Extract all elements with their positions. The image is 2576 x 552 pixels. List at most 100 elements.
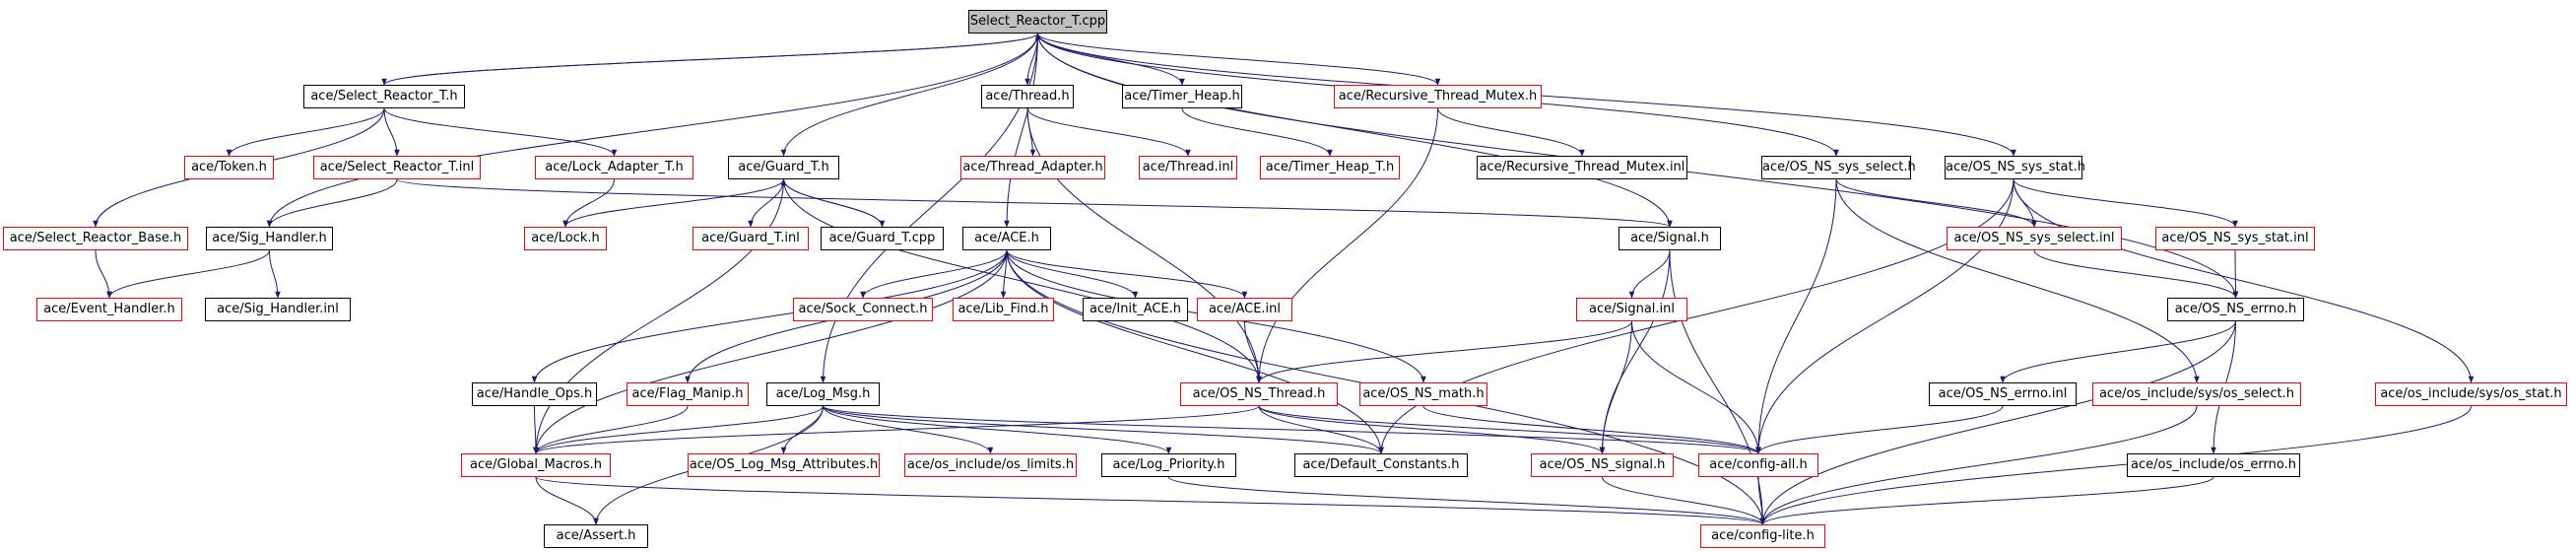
node-sig-handler-h[interactable]: ace/Sig_Handler.h bbox=[206, 227, 333, 250]
edge-os-ns-sys-stat-h-to-os-ns-sys-stat-inl bbox=[2013, 178, 2238, 228]
node-token-h[interactable]: ace/Token.h bbox=[184, 156, 274, 179]
edge-log-priority-h-to-config-lite-h bbox=[1168, 476, 1766, 525]
edge-signal-inl-to-config-all-h bbox=[1631, 320, 1761, 454]
edge-os-include-sys-os-select-h-to-config-lite-h bbox=[1759, 405, 2198, 525]
node-signal-h[interactable]: ace/Signal.h bbox=[1618, 227, 1721, 250]
node-os-include-os-errno-h[interactable]: ace/os_include/os_errno.h bbox=[2127, 453, 2300, 477]
node-os-include-sys-os-stat-h[interactable]: ace/os_include/sys/os_stat.h bbox=[2375, 382, 2567, 406]
edge-guard-t-h-to-global-macros-h bbox=[533, 178, 784, 454]
edge-os-ns-sys-select-h-to-config-all-h bbox=[1755, 178, 1837, 454]
node-assert-h[interactable]: ace/Assert.h bbox=[544, 524, 648, 548]
node-os-log-msg-attributes-h[interactable]: ace/OS_Log_Msg_Attributes.h bbox=[688, 453, 880, 477]
node-thread-adapter-h[interactable]: ace/Thread_Adapter.h bbox=[960, 156, 1105, 179]
node-os-ns-errno-h[interactable]: ace/OS_NS_errno.h bbox=[2167, 298, 2304, 321]
node-timer-heap-t-h[interactable]: ace/Timer_Heap_T.h bbox=[1260, 156, 1400, 179]
node-root[interactable]: Select_Reactor_T.cpp bbox=[968, 10, 1107, 34]
node-init-ace-h[interactable]: ace/Init_ACE.h bbox=[1083, 298, 1188, 321]
edge-global-macros-h-to-config-lite-h bbox=[535, 476, 1765, 525]
edge-guard-t-h-to-lock-h bbox=[562, 178, 784, 228]
node-ace-h[interactable]: ace/ACE.h bbox=[962, 227, 1051, 250]
node-os-ns-sys-stat-h[interactable]: ace/OS_NS_sys_stat.h bbox=[1945, 156, 2085, 179]
node-os-ns-errno-inl[interactable]: ace/OS_NS_errno.inl bbox=[1929, 382, 2077, 406]
node-guard-t-cpp[interactable]: ace/Guard_T.cpp bbox=[821, 227, 944, 250]
node-recursive-thread-mutex-h[interactable]: ace/Recursive_Thread_Mutex.h bbox=[1334, 85, 1542, 108]
node-os-ns-sys-stat-inl[interactable]: ace/OS_NS_sys_stat.inl bbox=[2155, 227, 2315, 250]
node-default-constants-h[interactable]: ace/Default_Constants.h bbox=[1294, 453, 1468, 477]
edge-os-ns-thread-h-to-config-all-h bbox=[1258, 405, 1761, 454]
node-thread-h[interactable]: ace/Thread.h bbox=[981, 85, 1074, 108]
node-os-include-sys-os-select-h[interactable]: ace/os_include/sys/os_select.h bbox=[2092, 382, 2301, 406]
edge-ace-h-to-handle-ops-h bbox=[531, 249, 1008, 383]
edge-global-macros-h-to-assert-h bbox=[535, 476, 599, 525]
edge-signal-h-to-signal-inl bbox=[1628, 249, 1671, 299]
edge-thread-h-to-os-ns-thread-h bbox=[1026, 107, 1262, 383]
edge-ace-h-to-sock-connect-h bbox=[860, 249, 1008, 299]
edge-os-include-sys-os-stat-h-to-config-lite-h bbox=[1759, 405, 2472, 525]
edge-root-to-guard-t-h bbox=[780, 33, 1038, 157]
edge-os-ns-signal-h-to-config-lite-h bbox=[1602, 476, 1766, 525]
node-timer-heap-h[interactable]: ace/Timer_Heap.h bbox=[1122, 85, 1242, 108]
edge-select-reactor-t-h-to-lock-adapter-t-h bbox=[383, 107, 618, 157]
edge-sig-handler-h-to-sig-handler-inl bbox=[269, 249, 281, 299]
edge-root-to-timer-heap-h bbox=[1037, 33, 1185, 86]
edge-os-ns-sys-stat-h-to-os-ns-sys-select-inl bbox=[2013, 178, 2037, 228]
edge-ace-inl-to-os-ns-thread-h bbox=[1244, 320, 1262, 383]
edge-root-to-ace-h bbox=[1004, 33, 1038, 228]
node-os-include-os-limits-h[interactable]: ace/os_include/os_limits.h bbox=[904, 453, 1077, 477]
node-log-msg-h[interactable]: ace/Log_Msg.h bbox=[766, 382, 880, 406]
node-guard-t-inl[interactable]: ace/Guard_T.inl bbox=[693, 227, 809, 250]
edge-select-reactor-t-h-to-select-reactor-t-inl bbox=[383, 107, 400, 157]
node-lock-h[interactable]: ace/Lock.h bbox=[524, 227, 607, 250]
node-ace-inl[interactable]: ace/ACE.inl bbox=[1197, 298, 1292, 321]
edge-log-msg-h-to-default-constants-h bbox=[823, 405, 1384, 454]
node-os-ns-math-h[interactable]: ace/OS_NS_math.h bbox=[1359, 382, 1487, 406]
node-flag-manip-h[interactable]: ace/Flag_Manip.h bbox=[627, 382, 749, 406]
edge-handle-ops-h-to-global-macros-h bbox=[533, 405, 539, 454]
edge-ace-h-to-ace-inl bbox=[1006, 249, 1248, 299]
edge-config-all-h-to-config-lite-h bbox=[1757, 476, 1766, 525]
edge-lock-adapter-t-h-to-lock-h bbox=[562, 178, 615, 228]
node-sig-handler-inl[interactable]: ace/Sig_Handler.inl bbox=[205, 298, 351, 321]
node-guard-t-h[interactable]: ace/Guard_T.h bbox=[728, 156, 839, 179]
edge-os-ns-thread-h-to-default-constants-h bbox=[1258, 405, 1384, 454]
edge-guard-t-cpp-to-guard-t-h bbox=[780, 178, 883, 228]
edge-os-ns-sys-stat-h-to-os-include-sys-os-stat-h bbox=[2013, 178, 2475, 383]
node-select-reactor-t-h[interactable]: ace/Select_Reactor_T.h bbox=[303, 85, 465, 108]
node-handle-ops-h[interactable]: ace/Handle_Ops.h bbox=[472, 382, 597, 406]
edge-signal-inl-to-os-ns-signal-h bbox=[1599, 320, 1632, 454]
node-signal-inl[interactable]: ace/Signal.inl bbox=[1576, 298, 1687, 321]
edge-select-reactor-t-h-to-root bbox=[383, 33, 1041, 86]
node-recursive-thread-mutex-inl[interactable]: ace/Recursive_Thread_Mutex.inl bbox=[1477, 156, 1687, 179]
edge-flag-manip-h-to-global-macros-h bbox=[533, 405, 689, 454]
node-os-ns-signal-h[interactable]: ace/OS_NS_signal.h bbox=[1531, 453, 1674, 477]
node-config-lite-h[interactable]: ace/config-lite.h bbox=[1700, 524, 1825, 548]
edge-log-msg-h-to-config-all-h bbox=[823, 405, 1761, 454]
edge-recursive-thread-mutex-h-to-os-ns-thread-h bbox=[1256, 107, 1438, 383]
node-os-ns-sys-select-inl[interactable]: ace/OS_NS_sys_select.inl bbox=[1947, 227, 2122, 250]
edge-signal-h-to-config-lite-h bbox=[1669, 249, 1766, 525]
node-os-ns-thread-h[interactable]: ace/OS_NS_Thread.h bbox=[1180, 382, 1338, 406]
edge-os-ns-sys-stat-h-to-config-all-h bbox=[1755, 178, 2015, 454]
edge-os-ns-sys-select-inl-to-os-ns-errno-h bbox=[2033, 249, 2239, 299]
node-event-handler-h[interactable]: ace/Event_Handler.h bbox=[36, 298, 182, 321]
edge-sig-handler-h-to-event-handler-h bbox=[106, 249, 270, 299]
edge-thread-h-to-thread-inl bbox=[1026, 107, 1191, 157]
edge-os-ns-sys-stat-inl-to-os-ns-errno-h bbox=[2232, 249, 2239, 299]
node-config-all-h[interactable]: ace/config-all.h bbox=[1698, 453, 1818, 477]
node-select-reactor-base-h[interactable]: ace/Select_Reactor_Base.h bbox=[3, 227, 188, 250]
edge-root-to-recursive-thread-mutex-h bbox=[1037, 33, 1441, 86]
edge-root-to-signal-h bbox=[1037, 33, 1673, 228]
node-os-ns-sys-select-h[interactable]: ace/OS_NS_sys_select.h bbox=[1761, 156, 1916, 179]
edge-ace-h-to-global-macros-h bbox=[533, 249, 1008, 454]
node-sock-connect-h[interactable]: ace/Sock_Connect.h bbox=[793, 298, 933, 321]
node-lib-find-h[interactable]: ace/Lib_Find.h bbox=[953, 298, 1054, 321]
edge-os-ns-math-h-to-config-all-h bbox=[1422, 405, 1761, 454]
node-lock-adapter-t-h[interactable]: ace/Lock_Adapter_T.h bbox=[535, 156, 694, 179]
node-thread-inl[interactable]: ace/Thread.inl bbox=[1139, 156, 1237, 179]
node-log-priority-h[interactable]: ace/Log_Priority.h bbox=[1101, 453, 1236, 477]
edge-timer-heap-h-to-timer-heap-t-h bbox=[1181, 107, 1333, 157]
edge-os-ns-errno-inl-to-config-all-h bbox=[1755, 405, 2004, 454]
node-select-reactor-t-inl[interactable]: ace/Select_Reactor_T.inl bbox=[313, 156, 481, 179]
edge-os-ns-thread-h-to-global-macros-h bbox=[533, 405, 1260, 454]
node-global-macros-h[interactable]: ace/Global_Macros.h bbox=[461, 453, 611, 477]
